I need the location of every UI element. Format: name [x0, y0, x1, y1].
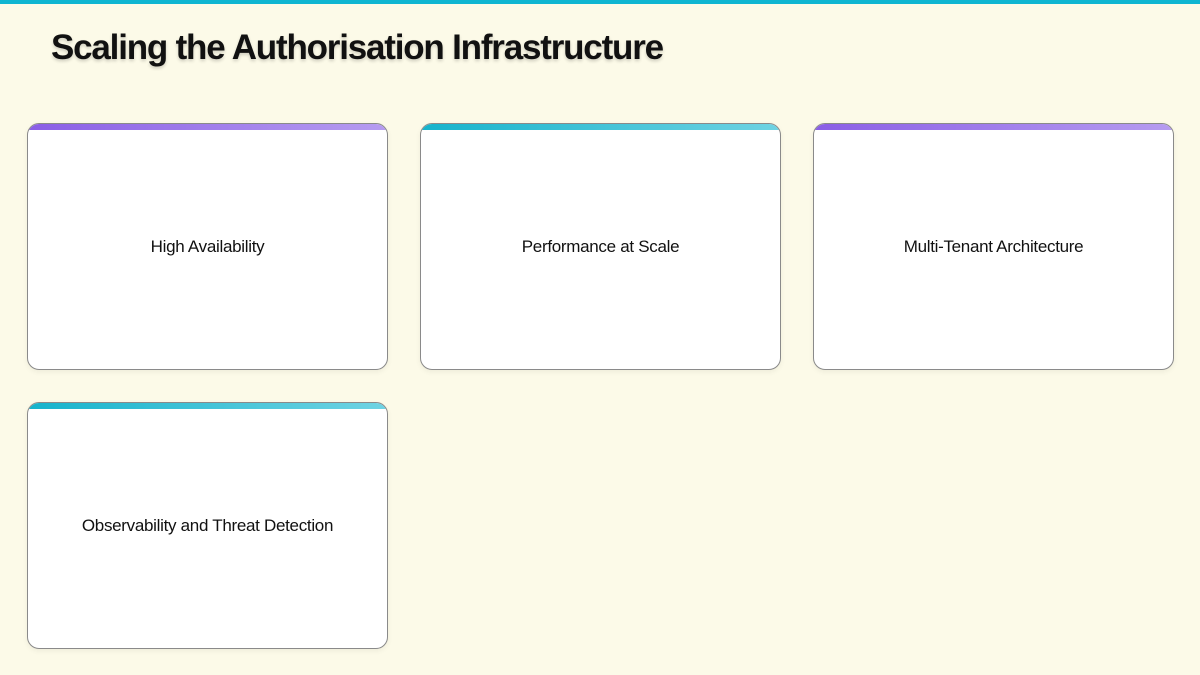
- card-observability-threat-detection[interactable]: Observability and Threat Detection: [27, 402, 388, 649]
- card-accent-bar: [421, 124, 780, 130]
- card-label: Performance at Scale: [521, 236, 680, 256]
- card-label: Multi-Tenant Architecture: [903, 236, 1084, 256]
- card-multi-tenant-architecture[interactable]: Multi-Tenant Architecture: [813, 123, 1174, 370]
- card-accent-bar: [814, 124, 1173, 130]
- card-high-availability[interactable]: High Availability: [27, 123, 388, 370]
- card-performance-at-scale[interactable]: Performance at Scale: [420, 123, 781, 370]
- page-title: Scaling the Authorisation Infrastructure: [51, 28, 664, 67]
- card-accent-bar: [28, 403, 387, 409]
- card-label: Observability and Threat Detection: [81, 515, 334, 535]
- top-accent-bar: [0, 0, 1200, 4]
- card-label: High Availability: [150, 236, 265, 256]
- card-accent-bar: [28, 124, 387, 130]
